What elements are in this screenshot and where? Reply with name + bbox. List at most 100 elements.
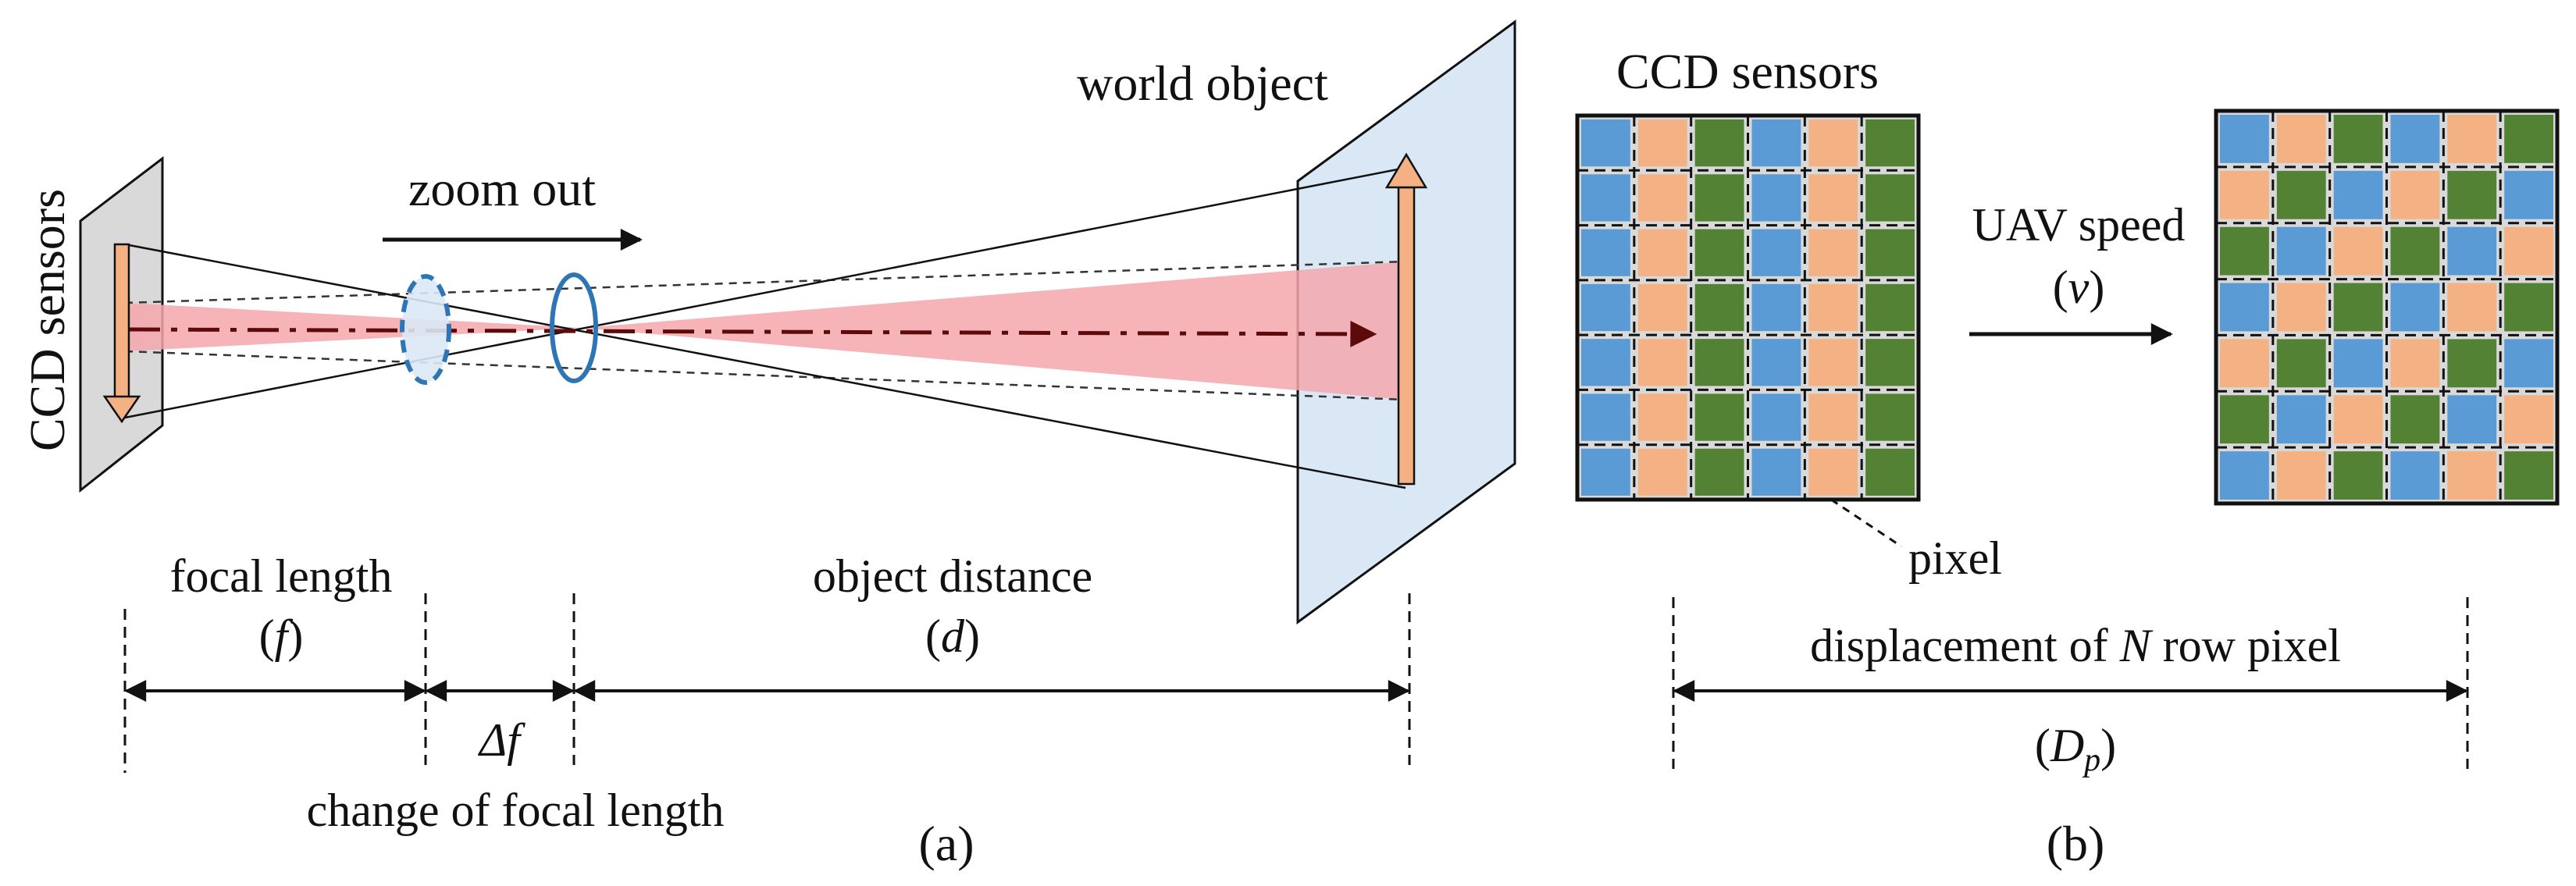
grid-before-pixel-blue xyxy=(1581,174,1630,222)
grid-after-pixel-orange xyxy=(2390,170,2440,219)
grid-after-pixel-orange xyxy=(2276,451,2326,500)
ray-solid-lower xyxy=(124,166,1406,419)
grid-after-pixel-green xyxy=(2276,170,2326,219)
pixel-grid-after xyxy=(2214,109,2560,506)
grid-before-pixel-orange xyxy=(1808,283,1858,332)
grid-before-pixel-orange xyxy=(1808,174,1858,222)
grid-before-pixel-blue xyxy=(1581,119,1630,167)
grid-before-pixel-green xyxy=(1694,174,1744,222)
ccd-sensors-label: CCD sensors xyxy=(1616,44,1879,99)
grid-after-pixel-green xyxy=(2220,395,2269,444)
grid-before-pixel-green xyxy=(1694,283,1744,332)
grid-before-pixel-blue xyxy=(1581,393,1630,441)
optical-axis-arrow xyxy=(128,320,1377,347)
grid-before-pixel-orange xyxy=(1637,393,1687,441)
grid-before-pixel-blue xyxy=(1751,119,1801,167)
grid-before-pixel-orange xyxy=(1637,174,1687,222)
object-distance-label: object distance xyxy=(813,550,1092,602)
grid-before-pixel-green xyxy=(1865,174,1915,222)
grid-after-pixel-green xyxy=(2220,226,2269,276)
grid-after-pixel-orange xyxy=(2504,395,2553,444)
uav-speed-symbol: (v) xyxy=(2053,262,2105,313)
grid-after-pixel-blue xyxy=(2276,226,2326,276)
grid-after-pixel-green xyxy=(2390,395,2440,444)
focal-length-symbol: (f) xyxy=(259,610,304,662)
grid-before-pixel-orange xyxy=(1637,339,1687,386)
world-object-label: world object xyxy=(1077,55,1328,111)
grid-after-pixel-blue xyxy=(2276,395,2326,444)
grid-after-pixel-blue xyxy=(2390,115,2440,163)
grid-before-pixel-green xyxy=(1694,448,1744,496)
grid-before-pixel-blue xyxy=(1751,448,1801,496)
panel-b: CCD sensors pixel UAV speed (v) displace… xyxy=(1575,44,2560,871)
object-arrow xyxy=(1384,152,1428,486)
ccd-sensors-label-vertical: CCD sensors xyxy=(20,189,75,451)
grid-before-pixel-blue xyxy=(1751,174,1801,222)
zoom-out-label: zoom out xyxy=(408,161,596,216)
grid-before-pixel-blue xyxy=(1581,229,1630,276)
displacement-label: displacement of N row pixel xyxy=(1810,620,2341,671)
grid-after-pixel-blue xyxy=(2333,339,2383,388)
pixel-label: pixel xyxy=(1908,532,2002,584)
change-of-focal-length-label: change of focal length xyxy=(307,785,725,836)
grid-after-pixel-orange xyxy=(2276,283,2326,332)
ray-upper-dashed xyxy=(124,260,1406,304)
grid-after-pixel-orange xyxy=(2447,115,2497,163)
grid-after-pixel-green xyxy=(2333,115,2383,163)
grid-after-pixel-green xyxy=(2447,170,2497,219)
grid-before-pixel-green xyxy=(1865,339,1915,386)
ray-lower-dashed xyxy=(124,350,1406,401)
grid-after-pixel-green xyxy=(2333,451,2383,500)
grid-before-pixel-orange xyxy=(1808,393,1858,441)
grid-before-pixel-blue xyxy=(1751,339,1801,386)
lens-before-zoom xyxy=(400,274,451,385)
grid-before-pixel-blue xyxy=(1751,283,1801,332)
grid-after-pixel-green xyxy=(2333,283,2383,332)
lens-after-zoom xyxy=(550,272,598,383)
grid-after-pixel-orange xyxy=(2504,226,2553,276)
focal-length-label: focal length xyxy=(170,550,393,602)
grid-after-pixel-orange xyxy=(2220,339,2269,388)
grid-after-pixel-blue xyxy=(2504,170,2553,219)
grid-after-pixel-orange xyxy=(2333,395,2383,444)
grid-after-pixel-blue xyxy=(2504,339,2553,388)
panel-a: CCD sensors zoom out world object focal … xyxy=(20,20,1516,871)
grid-before-pixel-orange xyxy=(1637,283,1687,332)
grid-after-pixel-blue xyxy=(2390,283,2440,332)
dp-symbol: (Dp) xyxy=(2035,720,2116,778)
grid-before-pixel-blue xyxy=(1581,283,1630,332)
grid-after-pixel-blue xyxy=(2333,170,2383,219)
grid-after-pixel-blue xyxy=(2390,451,2440,500)
grid-after-pixel-orange xyxy=(2447,451,2497,500)
grid-after-pixel-blue xyxy=(2447,226,2497,276)
grid-after-border xyxy=(2214,109,2560,506)
ray-solid-upper xyxy=(124,243,1406,489)
uav-speed-label: UAV speed xyxy=(1972,199,2186,251)
caption-b: (b) xyxy=(2047,816,2105,871)
grid-before-pixel-blue xyxy=(1581,339,1630,386)
grid-before-pixel-orange xyxy=(1637,119,1687,167)
grid-before-pixel-blue xyxy=(1751,229,1801,276)
grid-before-pixel-green xyxy=(1694,339,1744,386)
grid-before-pixel-orange xyxy=(1808,119,1858,167)
grid-after-pixel-orange xyxy=(2220,170,2269,219)
grid-before-pixel-blue xyxy=(1751,393,1801,441)
grid-before-pixel-orange xyxy=(1637,229,1687,276)
grid-after-pixel-blue xyxy=(2220,451,2269,500)
grid-after-pixel-orange xyxy=(2276,115,2326,163)
delta-f-label: Δf xyxy=(478,714,526,766)
grid-before-pixel-green xyxy=(1865,119,1915,167)
grid-before-pixel-green xyxy=(1865,229,1915,276)
grid-before-pixel-orange xyxy=(1637,448,1687,496)
pixel-leader-line xyxy=(1830,498,1902,548)
grid-before-pixel-green xyxy=(1694,393,1744,441)
grid-after-pixel-orange xyxy=(2447,283,2497,332)
grid-before-pixel-blue xyxy=(1581,448,1630,496)
grid-after-pixel-green xyxy=(2504,115,2553,163)
image-arrow xyxy=(102,243,141,424)
grid-before-border xyxy=(1575,113,1921,502)
caption-a: (a) xyxy=(918,816,974,871)
grid-after-pixel-blue xyxy=(2220,115,2269,163)
object-distance-symbol: (d) xyxy=(925,610,980,662)
